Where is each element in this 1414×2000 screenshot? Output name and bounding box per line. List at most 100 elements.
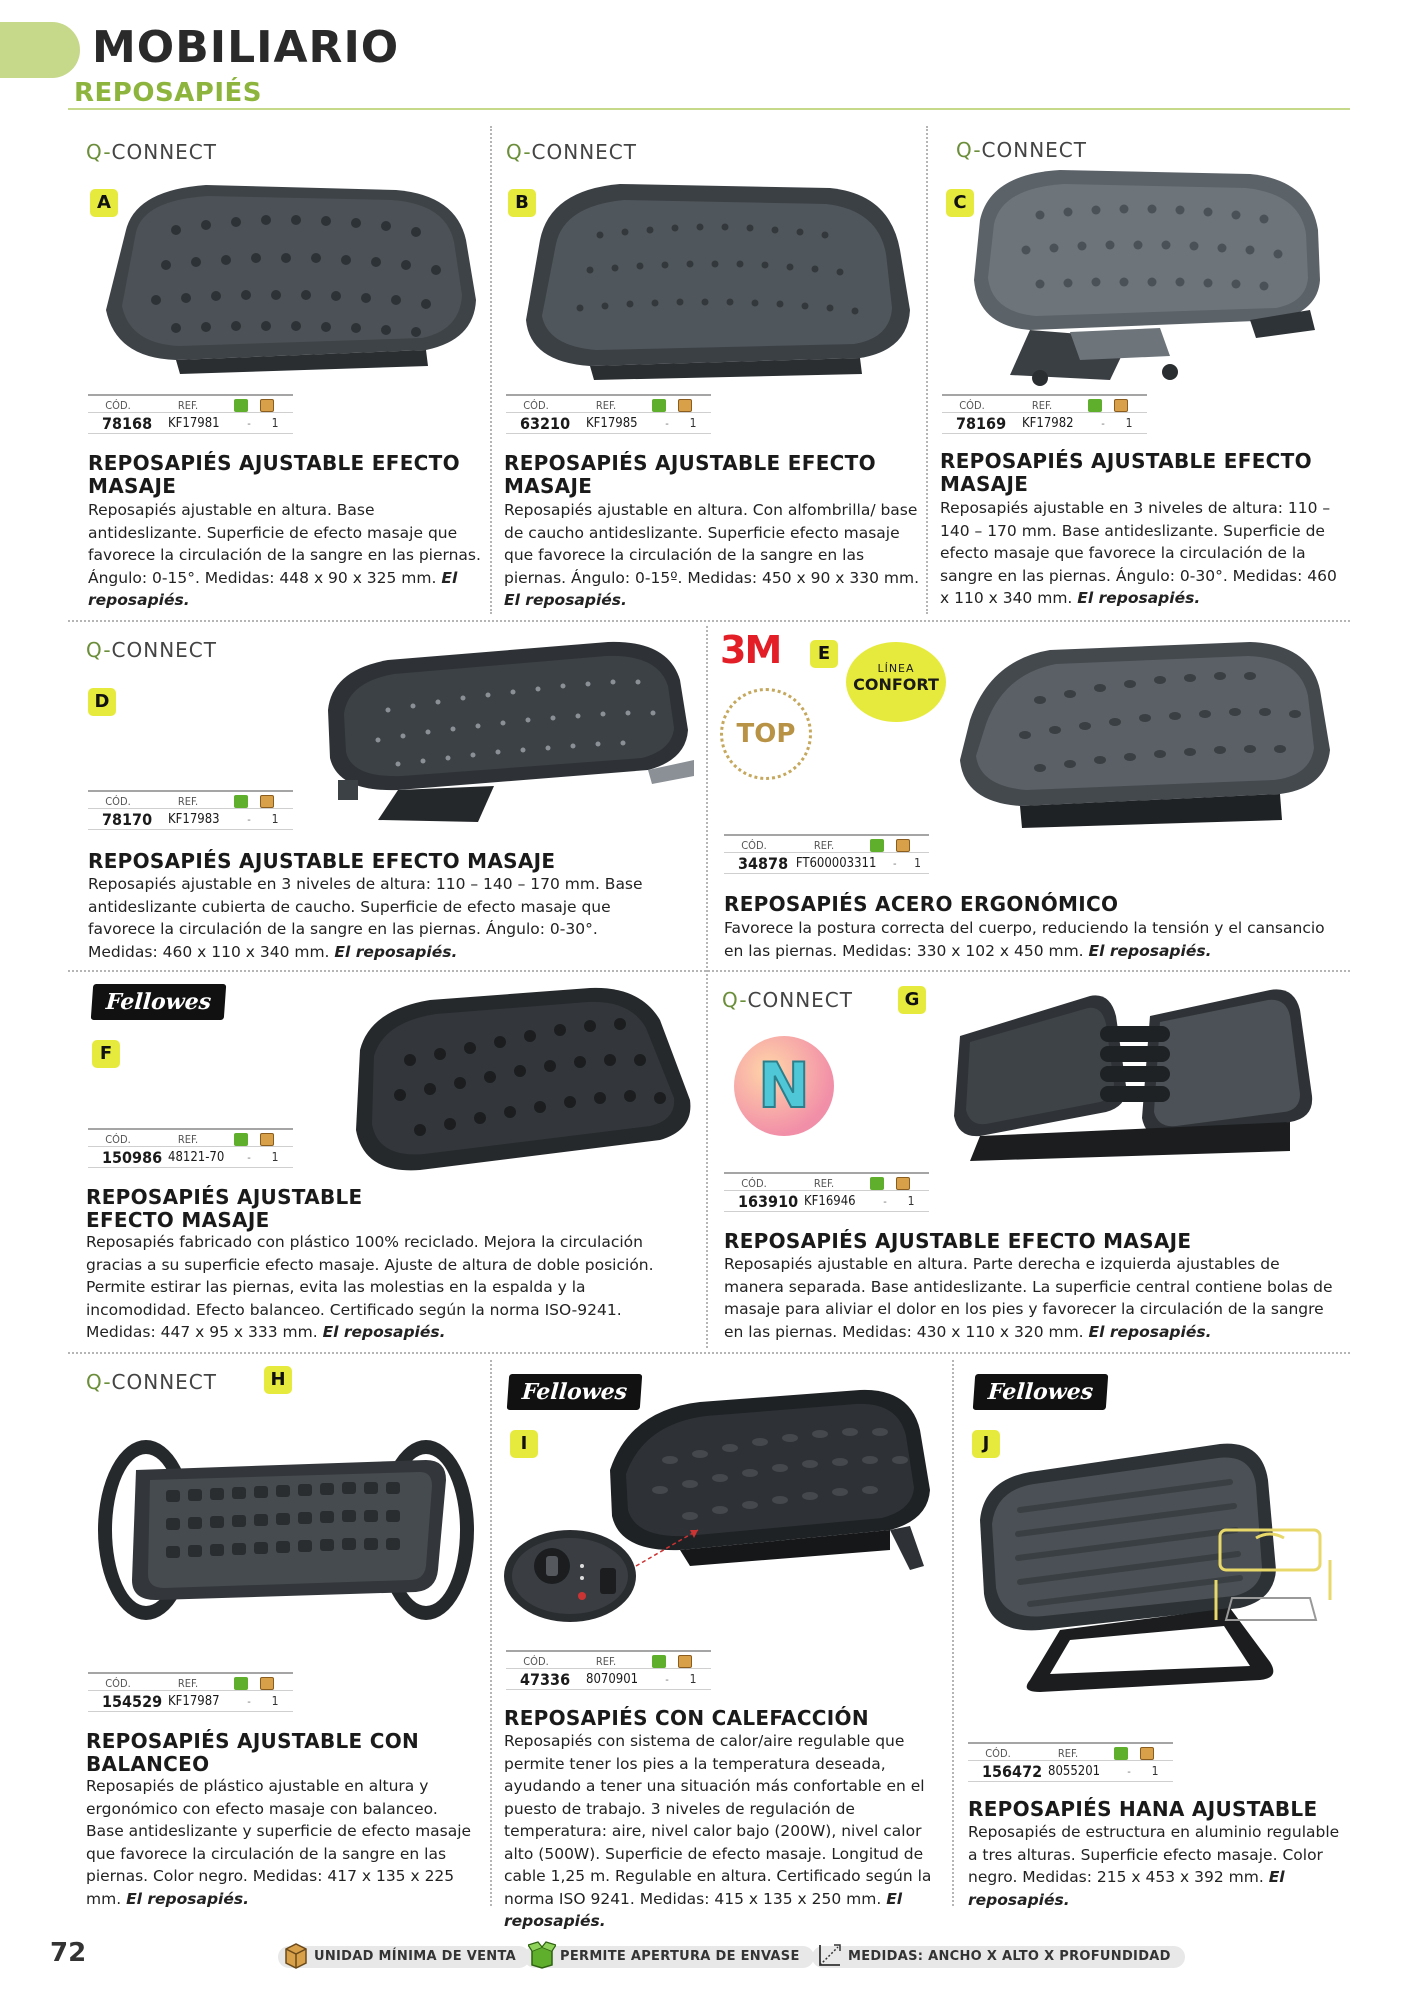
product-image-d <box>328 641 694 822</box>
open-package-icon <box>234 795 248 808</box>
product-code: 154529 <box>102 1691 163 1711</box>
product-letter: J <box>972 1430 1000 1458</box>
product-qty: 1 <box>1151 1764 1159 1778</box>
product-letter: C <box>946 189 974 217</box>
open-package-icon <box>870 1177 884 1190</box>
product-code: 163910 <box>738 1191 799 1211</box>
box-icon <box>260 1133 274 1146</box>
product-code: 78169 <box>956 413 1007 433</box>
box-icon <box>260 1677 274 1690</box>
product-letter: E <box>810 640 838 668</box>
product-title: REPOSAPIÉS AJUSTABLE CON BALANCEO <box>86 1729 420 1776</box>
product-image-i <box>504 1389 930 1622</box>
brand-logo-qconnect: Q-CONNECT <box>722 988 853 1012</box>
open-package-icon <box>1088 399 1102 412</box>
product-qty: 1 <box>689 1672 697 1686</box>
product-code: 63210 <box>520 413 571 433</box>
product-ref: KF17981 <box>168 415 220 431</box>
divider <box>926 126 928 614</box>
product-ref: KF17982 <box>1022 415 1074 431</box>
divider <box>706 626 708 1348</box>
divider <box>68 620 1350 622</box>
divider <box>952 1360 954 1906</box>
product-letter: G <box>898 986 926 1014</box>
header-rule <box>68 108 1350 110</box>
product-title: REPOSAPIÉS AJUSTABLE EFECTO MASAJE <box>504 451 876 498</box>
legend-minimum-unit: UNIDAD MÍNIMA DE VENTA <box>278 1943 530 1969</box>
product-code: 156472 <box>982 1761 1043 1781</box>
product-title: REPOSAPIÉS HANA AJUSTABLE <box>968 1797 1318 1821</box>
product-description: Reposapiés ajustable en 3 niveles de alt… <box>88 875 643 961</box>
product-code: 78170 <box>102 809 153 829</box>
product-qty: 1 <box>271 1694 279 1708</box>
brand-logo-qconnect: Q-CONNECT <box>956 138 1087 162</box>
product-letter: I <box>510 1430 538 1458</box>
product-ref: KF16946 <box>804 1193 856 1209</box>
box-icon <box>678 1655 692 1668</box>
product-title: REPOSAPIÉS AJUSTABLE EFECTO MASAJE <box>88 849 556 873</box>
n-badge: N <box>734 1036 834 1136</box>
divider <box>490 126 492 614</box>
box-icon <box>678 399 692 412</box>
product-qty: 1 <box>1125 416 1133 430</box>
product-qty: 1 <box>271 1150 279 1164</box>
product-image-e <box>960 642 1330 828</box>
product-description: Favorece la postura correcta del cuerpo,… <box>724 919 1325 960</box>
product-description: Reposapiés ajustable en 3 niveles de alt… <box>940 499 1337 607</box>
open-package-icon <box>234 399 248 412</box>
brand-logo-fellowes: Fellowes <box>972 1374 1109 1410</box>
open-package-icon <box>234 1677 248 1690</box>
product-qty: 1 <box>914 856 922 870</box>
product-letter: B <box>508 189 536 217</box>
product-qty: 1 <box>907 1194 915 1208</box>
brand-logo-3m: 3M <box>720 628 782 672</box>
product-title: REPOSAPIÉS AJUSTABLE EFECTO MASAJE <box>940 449 1312 496</box>
open-package-icon <box>528 1941 556 1969</box>
product-ref: KF17987 <box>168 1693 220 1709</box>
product-ref: KF17985 <box>586 415 638 431</box>
product-image-j <box>980 1443 1332 1692</box>
product-image-h <box>98 1440 474 1620</box>
divider <box>490 1360 492 1906</box>
product-letter: H <box>264 1366 292 1394</box>
product-image-b <box>526 184 910 380</box>
divider <box>68 1352 1350 1354</box>
linea-confort-badge: LÍNEA CONFORT <box>846 642 946 722</box>
divider <box>68 970 1350 972</box>
product-title: REPOSAPIÉS CON CALEFACCIÓN <box>504 1706 869 1730</box>
open-package-icon <box>870 839 884 852</box>
page-number: 72 <box>50 1938 87 1968</box>
product-code: 78168 <box>102 413 153 433</box>
brand-logo-qconnect: Q-CONNECT <box>86 140 217 164</box>
product-description: Reposapiés ajustable en altura. Base ant… <box>88 501 481 609</box>
header-tab <box>0 22 80 78</box>
open-package-icon <box>1114 1747 1128 1760</box>
dimensions-icon <box>819 1944 841 1966</box>
open-package-icon <box>652 1655 666 1668</box>
product-title: REPOSAPIÉS AJUSTABLE EFECTO MASAJE <box>86 1185 363 1232</box>
product-code: 34878 <box>738 853 789 873</box>
product-description: Reposapiés de plástico ajustable en altu… <box>86 1777 472 1908</box>
brand-logo-fellowes: Fellowes <box>90 984 227 1020</box>
product-ref: 48121-70 <box>168 1149 225 1165</box>
product-image-f <box>356 987 691 1171</box>
page-title: MOBILIARIO <box>92 22 400 73</box>
product-description: Reposapiés ajustable en altura. Con alfo… <box>504 501 920 609</box>
product-ref: KF17983 <box>168 811 220 827</box>
open-package-icon <box>234 1133 248 1146</box>
box-icon <box>896 1177 910 1190</box>
product-letter: A <box>90 189 118 217</box>
product-description: Reposapiés con sistema de calor/aire reg… <box>504 1732 932 1930</box>
product-image-g <box>954 989 1313 1161</box>
product-description: Reposapiés de estructura en aluminio reg… <box>968 1823 1340 1909</box>
product-qty: 1 <box>271 812 279 826</box>
legend-dimensions: MEDIDAS: ANCHO X ALTO X PROFUNDIDAD <box>812 1944 1185 1968</box>
box-icon <box>1140 1747 1154 1760</box>
